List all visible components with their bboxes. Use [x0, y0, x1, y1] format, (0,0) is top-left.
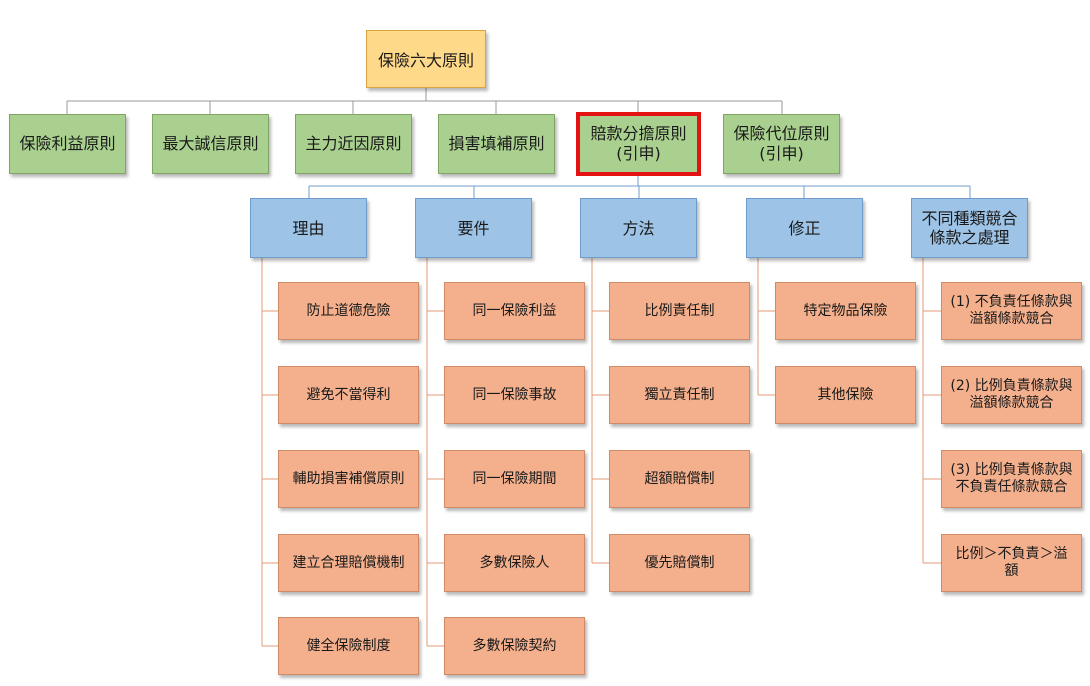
item-clause-conflict: (2) 比例負責條款與 溢額條款競合: [941, 366, 1082, 424]
item-requirement: 同一保險期間: [444, 450, 585, 508]
category-modification: 修正: [746, 198, 863, 258]
item-method: 獨立責任制: [609, 366, 750, 424]
root-node: 保險六大原則: [366, 30, 486, 88]
item-requirement: 同一保險利益: [444, 282, 585, 340]
item-reason: 防止道德危險: [278, 282, 419, 340]
item-requirement: 多數保險契約: [444, 617, 585, 675]
principle-insurable-interest: 保險利益原則: [9, 114, 126, 174]
item-clause-conflict: (3) 比例負責條款與 不負責任條款競合: [941, 450, 1082, 508]
item-requirement: 同一保險事故: [444, 366, 585, 424]
item-modification: 其他保險: [775, 366, 916, 424]
item-reason: 避免不當得利: [278, 366, 419, 424]
principle-contribution-highlighted: 賠款分擔原則 (引申): [576, 112, 701, 176]
item-clause-conflict: 比例＞不負責＞溢 額: [941, 534, 1082, 592]
item-reason: 健全保險制度: [278, 617, 419, 675]
item-method: 比例責任制: [609, 282, 750, 340]
principle-utmost-good-faith: 最大誠信原則: [152, 114, 269, 174]
item-modification: 特定物品保險: [775, 282, 916, 340]
item-method: 超額賠償制: [609, 450, 750, 508]
item-reason: 建立合理賠償機制: [278, 534, 419, 592]
category-reason: 理由: [250, 198, 367, 258]
item-reason: 輔助損害補償原則: [278, 450, 419, 508]
item-method: 優先賠償制: [609, 534, 750, 592]
category-methods: 方法: [580, 198, 697, 258]
principle-proximate-cause: 主力近因原則: [295, 114, 412, 174]
principle-subrogation: 保險代位原則 (引申): [723, 114, 840, 174]
category-clause-conflict: 不同種類競合 條款之處理: [911, 198, 1028, 258]
principle-indemnity: 損害填補原則: [438, 114, 555, 174]
item-requirement: 多數保險人: [444, 534, 585, 592]
category-requirements: 要件: [415, 198, 532, 258]
item-clause-conflict: (1) 不負責任條款與 溢額條款競合: [941, 282, 1082, 340]
